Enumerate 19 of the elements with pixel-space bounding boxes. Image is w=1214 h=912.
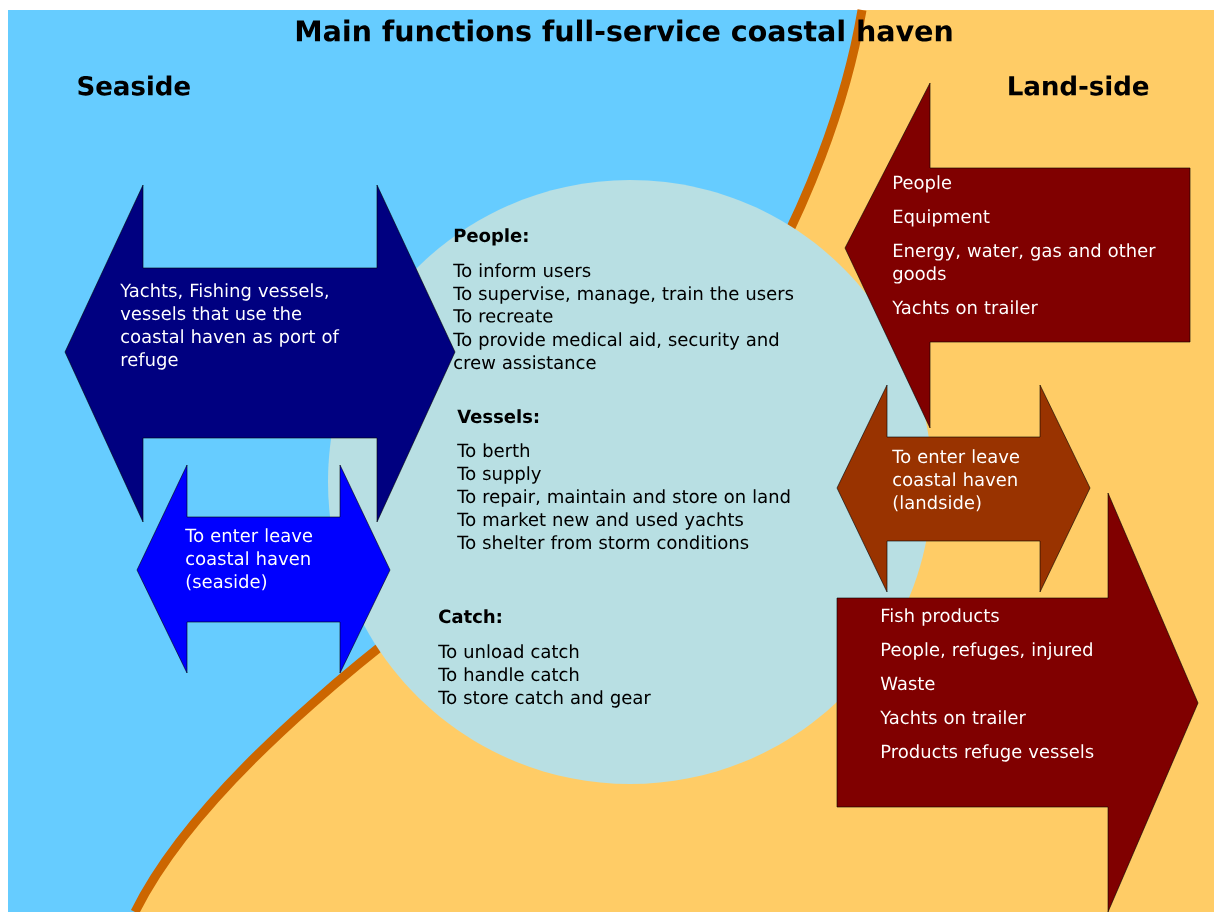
section-heading: People: [454,228,528,246]
double-pointed-banner: To enter leave coastal haven (seaside) [136,464,391,674]
list-item: To handle catch [438,667,579,682]
list-item: To supervise, manage, train the users [453,286,794,304]
double-pointed-banner: To enter leave coastal haven (landside) [836,384,1091,593]
list-item: To provide medical aid, security and crew assistance [453,332,779,370]
list-item: To recreate [453,309,553,323]
list-item: To store catch and gear [438,690,651,708]
list-item: To market new and used yachts [457,512,743,530]
list-item: To berth [457,443,529,458]
list-item: To inform users [453,263,591,278]
list-item: To shelter from storm conditions [457,535,749,550]
list-item: To unload catch [438,644,579,659]
list-item: To repair, maintain and store on land [457,489,790,507]
side-heading: Seaside [78,75,190,96]
section-heading: Vessels: [457,409,539,424]
section-heading: Catch: [439,609,501,624]
list-item: To supply [457,466,541,484]
title: Main functions full-service coastal haven [296,19,952,42]
